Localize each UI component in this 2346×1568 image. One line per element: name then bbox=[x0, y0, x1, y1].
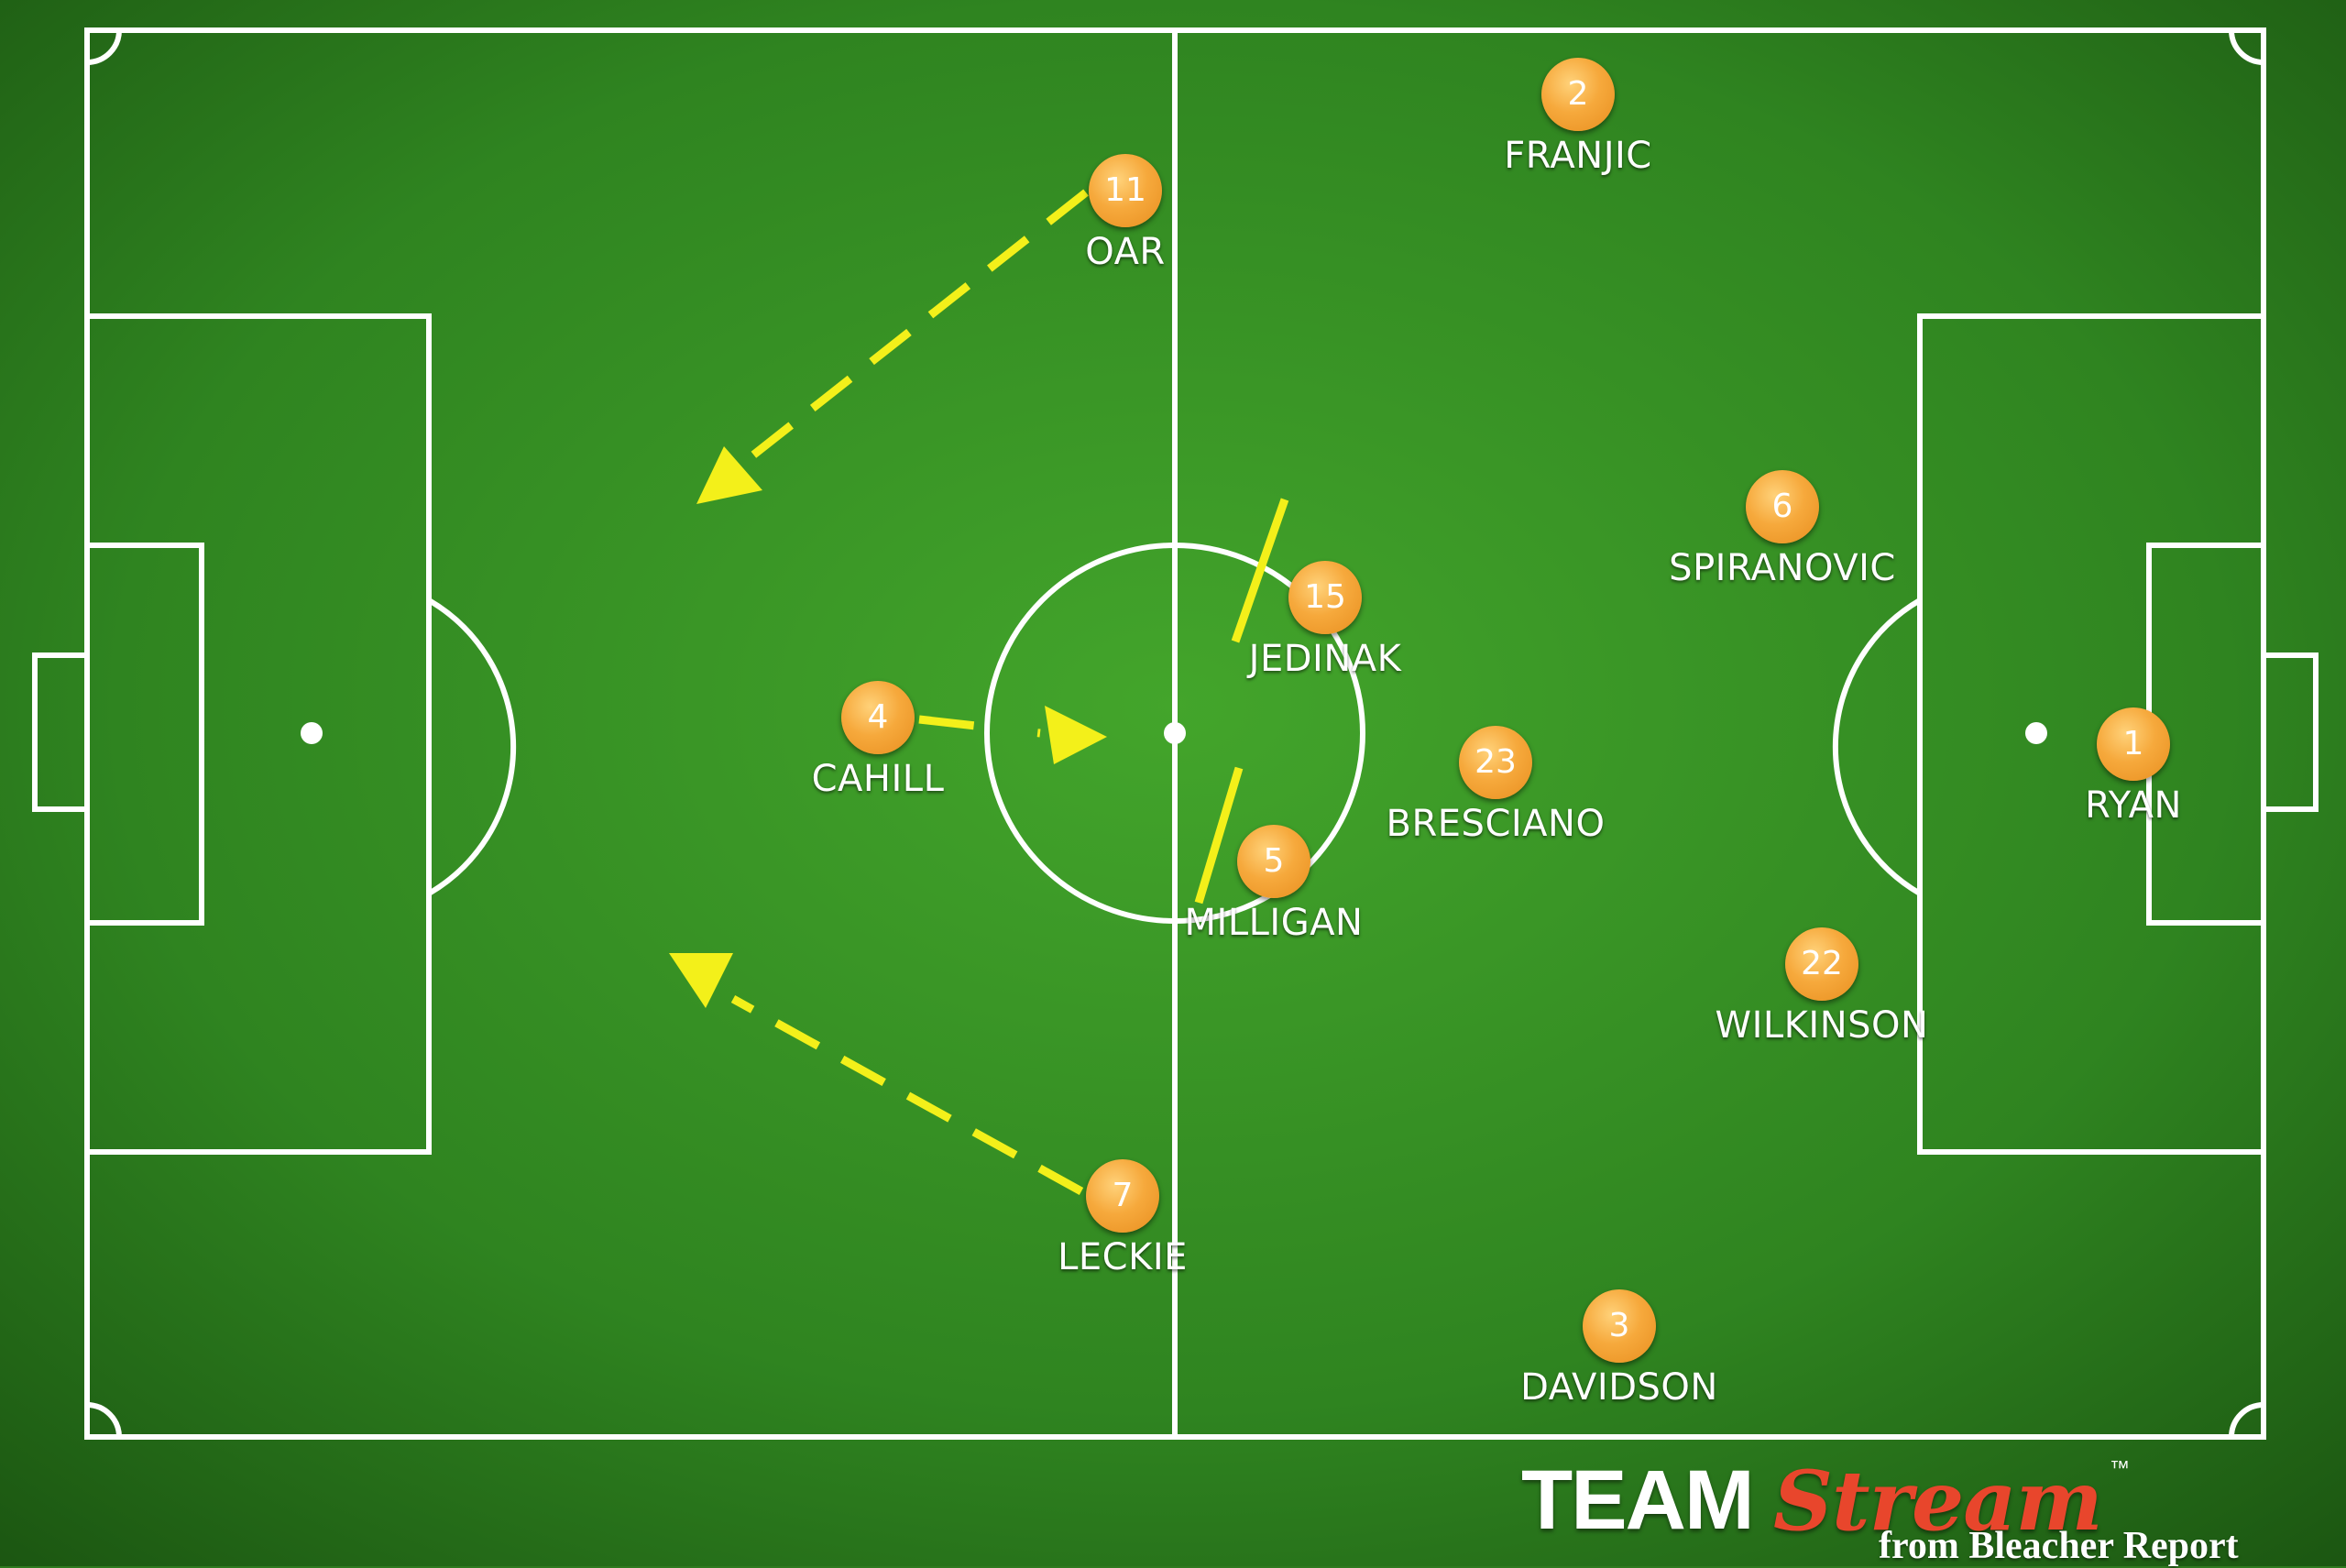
player-number-badge: 7 bbox=[1086, 1159, 1159, 1233]
logo-team-text: TEAM bbox=[1521, 1453, 1755, 1547]
player-number-badge: 3 bbox=[1583, 1289, 1656, 1363]
player-name-label: OAR bbox=[1085, 231, 1166, 273]
player-number-badge: 5 bbox=[1237, 825, 1310, 898]
oar-arrowhead bbox=[696, 446, 762, 504]
player-name-label: DAVIDSON bbox=[1520, 1366, 1718, 1409]
left-penalty-arc bbox=[427, 598, 517, 896]
centre-spot bbox=[1164, 722, 1186, 744]
player-number-badge: 11 bbox=[1089, 154, 1162, 227]
player-name-label: JEDINAK bbox=[1248, 638, 1402, 680]
right-penalty-arc bbox=[1832, 598, 1922, 896]
player-name-label: SPIRANOVIC bbox=[1669, 547, 1896, 589]
milligan-screen-line bbox=[1194, 766, 1244, 905]
player-name-label: CAHILL bbox=[811, 758, 945, 800]
left-penalty-spot bbox=[301, 722, 323, 744]
player-name-label: BRESCIANO bbox=[1386, 803, 1606, 845]
corner-arc-top-right bbox=[2229, 29, 2264, 65]
logo-trademark: ™ bbox=[2110, 1456, 2130, 1479]
player-name-label: RYAN bbox=[2085, 784, 2182, 827]
player-number-badge: 23 bbox=[1459, 726, 1532, 799]
teamstream-logo: TEAM Stream ™ from Bleacher Report bbox=[1521, 1453, 2273, 1567]
centre-circle bbox=[984, 543, 1365, 924]
player-name-label: MILLIGAN bbox=[1184, 902, 1364, 944]
logo-stream-text: Stream bbox=[1773, 1453, 2103, 1550]
right-goal bbox=[2261, 652, 2319, 812]
leckie-arrowhead bbox=[669, 953, 733, 1008]
player-name-label: LECKIE bbox=[1058, 1236, 1188, 1278]
leckie-run-arrow bbox=[730, 995, 1084, 1195]
player-number-badge: 4 bbox=[841, 681, 915, 754]
player-name-label: FRANJIC bbox=[1504, 135, 1652, 177]
corner-arc-bottom-right bbox=[2229, 1402, 2264, 1438]
player-number-badge: 15 bbox=[1288, 561, 1362, 634]
jedinak-screen-line bbox=[1231, 498, 1289, 643]
logo-byline: from Bleacher Report bbox=[1879, 1525, 2239, 1567]
left-goal bbox=[32, 652, 90, 812]
right-penalty-spot bbox=[2025, 722, 2047, 744]
pitch-markings bbox=[32, 27, 2319, 1440]
player-name-label: WILKINSON bbox=[1715, 1004, 1929, 1047]
player-number-badge: 6 bbox=[1746, 470, 1819, 543]
cahill-run-line bbox=[918, 715, 1041, 738]
player-number-badge: 2 bbox=[1541, 58, 1615, 131]
corner-arc-top-left bbox=[86, 29, 122, 65]
pitch-spots bbox=[301, 722, 2047, 744]
cahill-arrowhead bbox=[1045, 706, 1107, 764]
tactical-arrows bbox=[730, 189, 1289, 1195]
corner-arc-bottom-left bbox=[86, 1402, 122, 1438]
player-number-badge: 22 bbox=[1785, 927, 1858, 1001]
arrowheads bbox=[669, 446, 1107, 1008]
player-number-badge: 1 bbox=[2097, 707, 2170, 781]
